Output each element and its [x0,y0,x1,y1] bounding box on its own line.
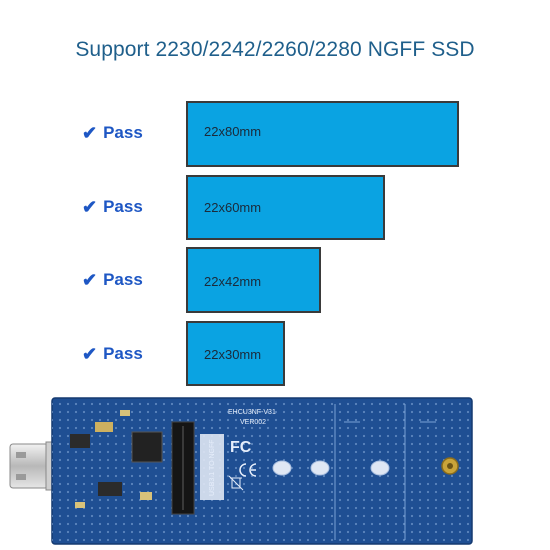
controller-chip [131,431,163,463]
adapter-board-illustration: EHCU3NF-V31 VER002 FC USB3.1 TO NGFF [0,392,550,550]
recycle-bin-icon [228,475,244,491]
pass-label: Pass [103,270,143,289]
pass-label: Pass [103,197,143,216]
pass-indicator-42: ✔ Pass [82,270,143,290]
pass-label: Pass [103,123,143,142]
ssd-2242: 22x42mm [186,247,321,313]
pass-indicator-30: ✔ Pass [82,344,143,364]
mounting-slot [272,460,292,476]
ssd-size-label: 22x60mm [204,200,262,215]
fc-mark: FC [230,439,252,456]
checkmark-icon: ✔ [82,197,98,217]
checkmark-icon: ✔ [82,344,98,364]
ssd-2280: 22x80mm [186,101,459,167]
silk-model: EHCU3NF-V31 [228,409,276,416]
checkmark-icon: ✔ [82,270,98,290]
adapter-board-svg: EHCU3NF-V31 VER002 FC USB3.1 TO NGFF [9,397,473,545]
ssd-2230: 22x30mm [186,321,285,386]
ssd-size-label: 22x80mm [204,124,262,139]
mounting-slot [310,460,330,476]
silk-version: VER002 [240,419,266,426]
checkmark-icon: ✔ [82,123,98,143]
ssd-2260: 22x60mm [186,175,385,240]
mounting-slot [370,460,390,476]
ssd-size-label: 22x30mm [204,347,262,362]
pass-indicator-80: ✔ Pass [82,123,143,143]
pass-indicator-60: ✔ Pass [82,197,143,217]
ssd-size-label: 22x42mm [204,274,262,289]
ce-mark [239,463,257,477]
silk-usb-label: USB3.1 TO NGFF [209,439,216,496]
page-title: Support 2230/2242/2260/2280 NGFF SSD [75,38,475,61]
usb-connector [9,441,57,491]
pass-label: Pass [103,344,143,363]
